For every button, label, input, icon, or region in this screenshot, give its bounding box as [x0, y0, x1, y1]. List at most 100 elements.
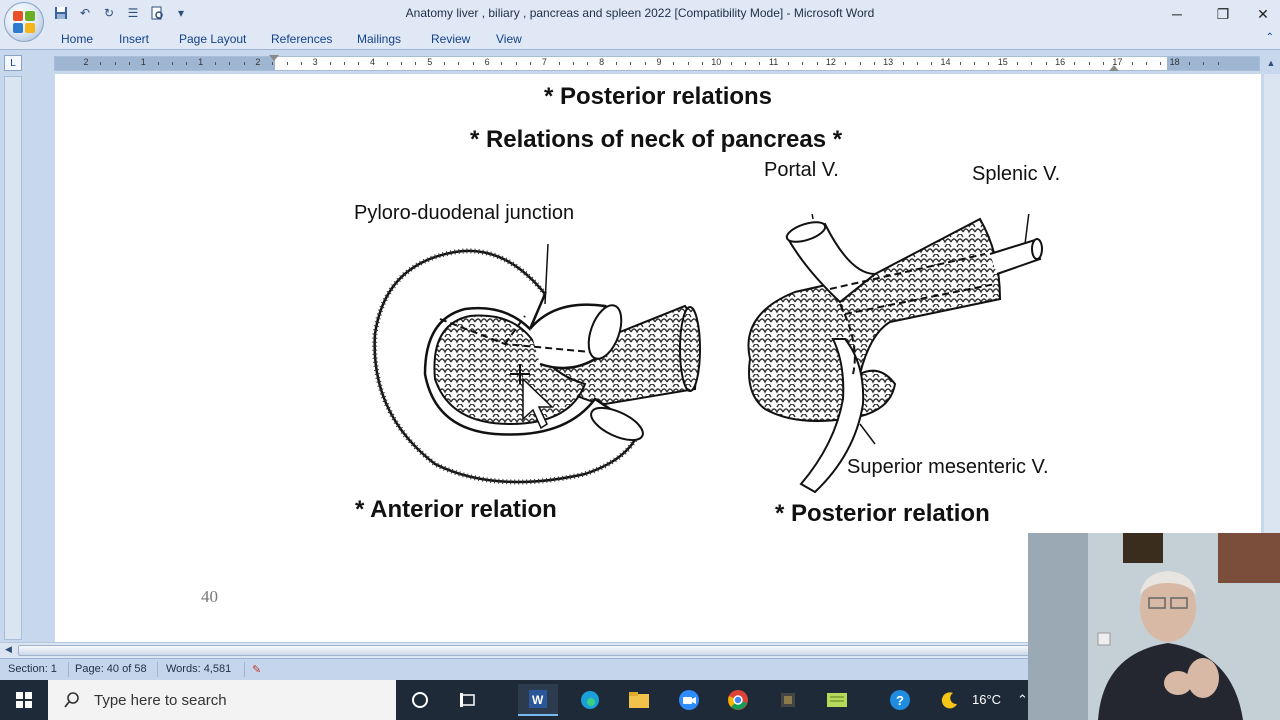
document-page[interactable]: * Posterior relations * Relations of nec… [55, 74, 1261, 642]
tab-review[interactable]: Review [431, 32, 471, 46]
bullets-icon[interactable]: ☰ [127, 6, 139, 20]
tab-mailings[interactable]: Mailings [357, 32, 402, 46]
ruler-tick [186, 62, 188, 65]
scroll-left-icon[interactable]: ◀ [5, 644, 12, 654]
tab-references[interactable]: References [271, 32, 333, 46]
help-icon[interactable]: ? [880, 684, 920, 716]
ruler-tick [859, 62, 861, 65]
ruler-tick [229, 62, 231, 65]
customize-qat-icon[interactable]: ▾ [177, 6, 185, 20]
status-page[interactable]: Page: 40 of 58 [75, 663, 147, 675]
status-section[interactable]: Section: 1 [8, 663, 57, 675]
task-view-icon[interactable] [448, 684, 488, 716]
ruler-tick [701, 62, 703, 65]
status-bar: Section: 1 Page: 40 of 58 Words: 4,581 ✎ [0, 658, 1280, 680]
expand-ribbon-icon[interactable]: ⌃ [1265, 32, 1274, 43]
print-preview-icon[interactable] [148, 4, 166, 22]
file-explorer-icon[interactable] [619, 684, 659, 716]
tab-selector-button[interactable]: L [4, 55, 22, 71]
anterior-relation-diagram [372, 243, 701, 485]
minimize-button[interactable]: ─ [1172, 6, 1182, 22]
ruler-tick [1017, 62, 1019, 65]
ruler-tick [329, 62, 331, 65]
status-words[interactable]: Words: 4,581 [166, 663, 232, 675]
heading-neck-relations: * Relations of neck of pancreas * [469, 126, 843, 153]
media-app-icon[interactable] [768, 684, 808, 716]
ruler-tick [128, 62, 130, 65]
close-button[interactable]: ✕ [1257, 5, 1269, 22]
presenter-video [1028, 533, 1280, 720]
office-button[interactable] [4, 2, 44, 42]
ruler-tick [1160, 62, 1162, 65]
ruler-tick [530, 62, 532, 65]
tab-view[interactable]: View [496, 32, 522, 46]
ruler-tick [501, 62, 503, 65]
ruler-tick [286, 62, 288, 65]
office-logo-icon [13, 11, 35, 33]
window-title: Anatomy liver , biliary , pancreas and s… [405, 6, 875, 20]
ruler-tick [114, 62, 116, 65]
ruler-tick [959, 62, 961, 65]
zoom-icon[interactable] [669, 684, 709, 716]
undo-icon[interactable]: ↶ [79, 6, 91, 20]
ruler-tick [243, 62, 245, 65]
save-icon[interactable] [52, 4, 70, 22]
ruler-number: 8 [599, 57, 605, 67]
split-handle-icon[interactable]: ▲ [1266, 58, 1276, 68]
move-cursor-icon [510, 364, 554, 430]
vertical-ruler [4, 76, 22, 640]
weather-temperature[interactable]: 16°C [972, 692, 1002, 707]
ruler-tick [587, 62, 589, 65]
webcam-overlay [1028, 533, 1280, 720]
notepad-icon[interactable] [817, 684, 857, 716]
horizontal-scrollbar[interactable]: ◀ ▶ [0, 642, 1280, 658]
ruler-tick [802, 62, 804, 65]
ruler-tick [157, 62, 159, 65]
ruler-tick [1217, 62, 1219, 65]
chrome-icon[interactable] [718, 684, 758, 716]
ruler-tick [787, 62, 789, 65]
redo-icon[interactable]: ↻ [103, 6, 115, 20]
ruler-tick [744, 62, 746, 65]
tab-home[interactable]: Home [61, 32, 94, 46]
ruler-tick [343, 62, 345, 65]
tab-page-layout[interactable]: Page Layout [179, 32, 247, 46]
right-indent-marker[interactable] [1109, 65, 1119, 71]
ruler-number: 2 [255, 57, 261, 67]
ruler-tick [358, 62, 360, 65]
start-button[interactable] [0, 680, 48, 720]
word-icon[interactable]: W [518, 684, 558, 716]
ruler-number: 1 [140, 57, 146, 67]
ruler-tick [573, 62, 575, 65]
ruler-tick [931, 62, 933, 65]
ruler-number: 15 [997, 57, 1008, 67]
tab-insert[interactable]: Insert [119, 32, 150, 46]
ruler-tick [1031, 62, 1033, 65]
windows-logo-icon [16, 692, 32, 708]
search-icon [64, 692, 79, 708]
vertical-scrollbar[interactable] [1264, 74, 1280, 642]
taskbar-search[interactable]: Type here to search [48, 680, 396, 720]
ruler-number: 1 [198, 57, 204, 67]
ruler-number: 11 [768, 57, 779, 67]
ruler-tick [401, 62, 403, 65]
ruler-right-margin [1167, 57, 1259, 70]
restore-button[interactable]: ❐ [1216, 5, 1230, 22]
tray-chevron-icon[interactable]: ⌃ [1017, 692, 1028, 707]
ruler-tick [616, 62, 618, 65]
caption-anterior-relation: * Anterior relation [355, 496, 557, 523]
svg-text:W: W [532, 693, 544, 707]
proofing-icon[interactable]: ✎ [252, 664, 262, 676]
edge-icon[interactable] [570, 684, 610, 716]
ruler-tick [171, 62, 173, 65]
ruler-tick [444, 62, 446, 65]
ruler-tick [1146, 62, 1148, 65]
cortana-icon[interactable] [400, 684, 440, 716]
ruler-tick [1074, 62, 1076, 65]
weather-moon-icon[interactable] [930, 684, 970, 716]
ruler-number: 5 [427, 57, 433, 67]
ruler-tick [630, 62, 632, 65]
first-line-indent-marker[interactable] [269, 55, 279, 61]
